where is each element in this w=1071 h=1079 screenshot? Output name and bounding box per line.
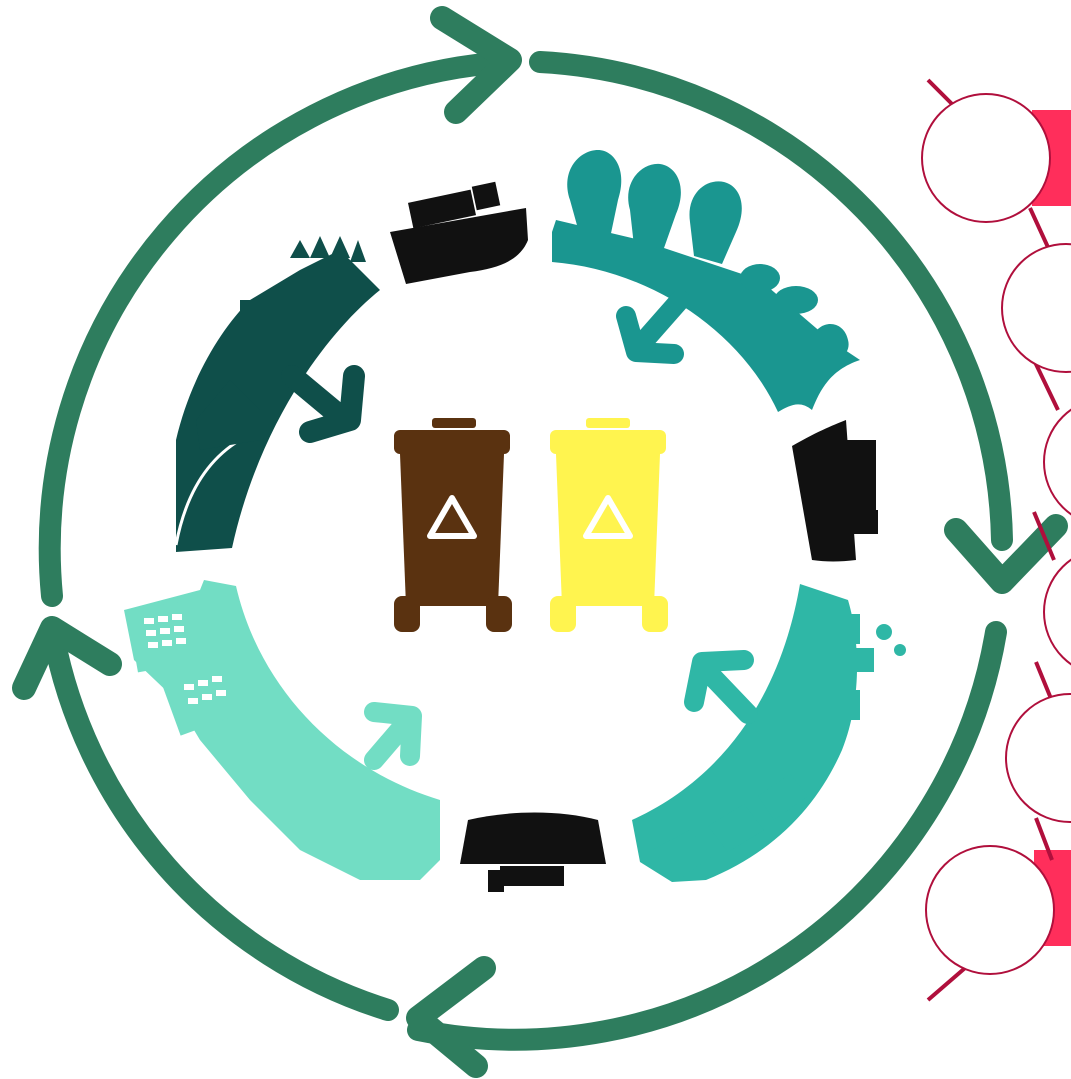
cycle-arrow-icon [41, 617, 399, 1021]
recycling-bin-yellow-icon [550, 418, 668, 632]
agriculture-band [176, 250, 380, 552]
cycle-arrow-icon [529, 51, 1013, 551]
food-arrow-icon [616, 290, 690, 364]
timeline-node-2 [1001, 243, 1071, 373]
recycle-symbol-icon [427, 495, 477, 539]
housing-band [124, 580, 440, 880]
outer-cycle-arrows [12, 6, 1068, 1078]
timeline-nodes [921, 78, 1071, 1002]
industry-band [632, 584, 858, 882]
factory-icon [652, 614, 906, 880]
arrowhead-right [944, 514, 1068, 594]
farm-house-icon [196, 236, 366, 450]
industry-arrow-icon [684, 650, 758, 724]
cycle-arrow-icon [38, 51, 519, 607]
garbage-truck-icon [390, 181, 528, 284]
housing-segment [124, 580, 440, 880]
timeline-node-4 [1043, 558, 1071, 666]
arrowhead-bottom [406, 956, 496, 1078]
agri-arrow-icon [281, 365, 365, 443]
timeline-node-3 [1043, 408, 1071, 516]
window-grid-icon [144, 614, 226, 704]
garbage-truck-icon [460, 812, 606, 892]
housing-arrow-icon [364, 702, 422, 770]
recycling-bins [394, 418, 668, 632]
recycle-symbol-icon [583, 495, 633, 539]
timeline-node-1 [921, 93, 1051, 223]
timeline-node-5 [1005, 693, 1071, 823]
timeline-node-6 [925, 845, 1055, 975]
recycling-bin-brown-icon [394, 418, 512, 632]
agri-arch-icon [174, 438, 241, 546]
garbage-trucks [390, 181, 878, 892]
food-processing-segment [552, 150, 860, 412]
garbage-truck-icon [792, 420, 878, 562]
arrowhead-top [430, 6, 522, 124]
timeline-connector [926, 78, 1060, 1002]
food-band [552, 220, 860, 412]
food-sacks-icon [567, 150, 849, 362]
arrowhead-left [12, 616, 122, 700]
cycle-arrow-icon [407, 621, 1007, 1051]
agriculture-segment [174, 236, 380, 552]
industry-segment [632, 584, 906, 882]
